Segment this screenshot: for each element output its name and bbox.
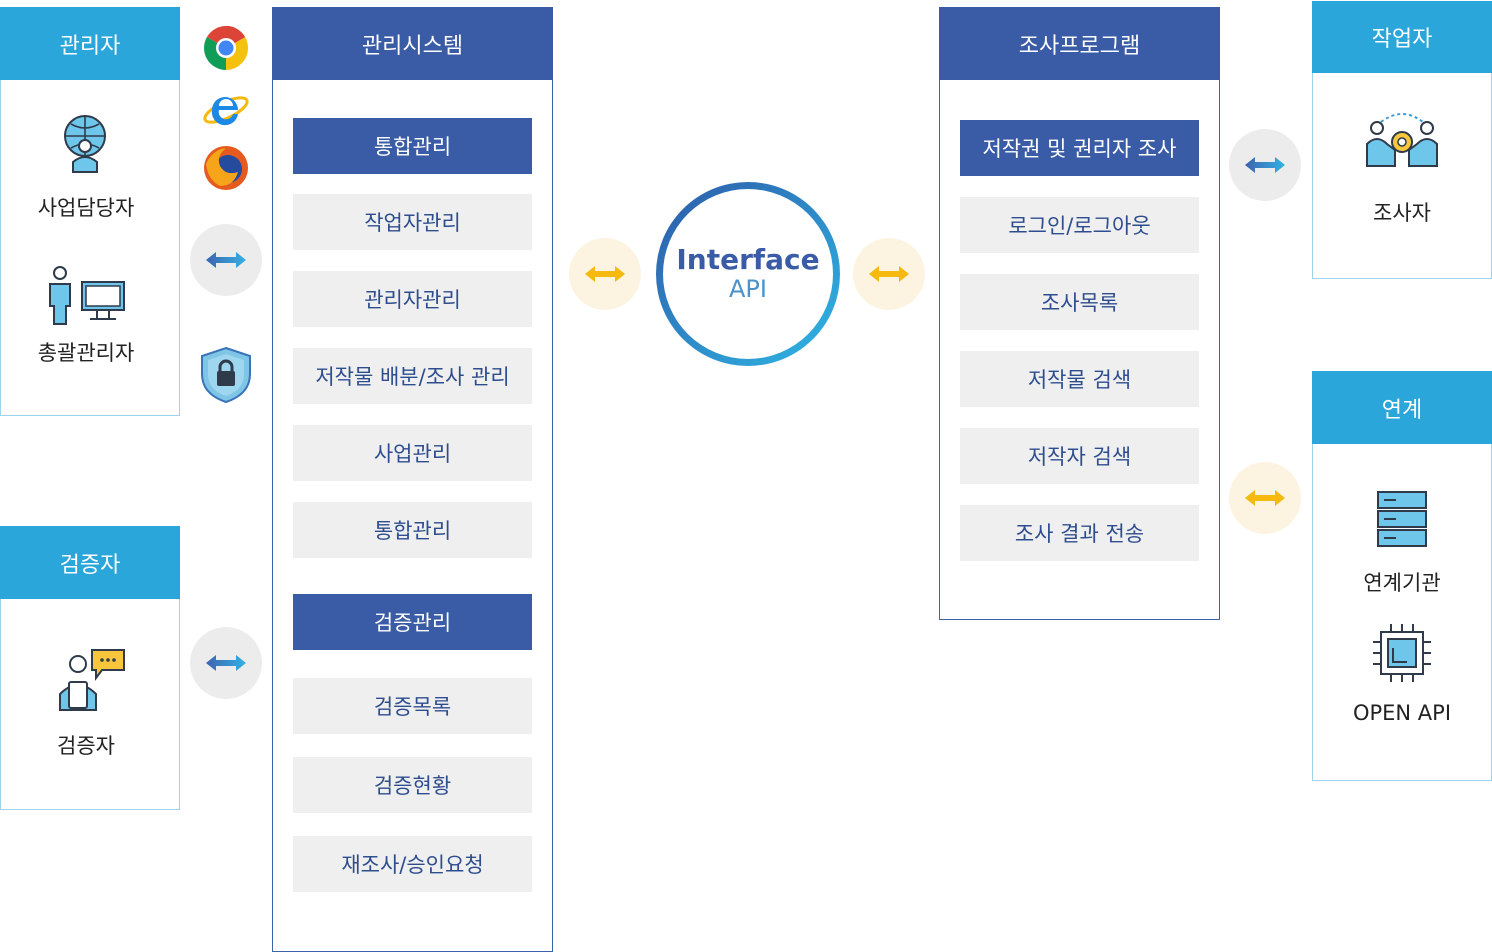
menu-author-search[interactable]: 저작자 검색 [960,428,1199,484]
menu-integrated-management[interactable]: 통합관리 [293,118,532,174]
bidirectional-arrow-icon [204,653,248,673]
menu-reinvestigation-request[interactable]: 재조사/승인요청 [293,836,532,892]
researcher-icon [1366,113,1438,167]
bidirectional-arrow-icon [1243,155,1287,175]
role-open-api: OPEN API [1352,701,1452,725]
role-business-manager: 사업담당자 [37,196,135,220]
menu-admin-management[interactable]: 관리자관리 [293,271,532,327]
menu-work-search[interactable]: 저작물 검색 [960,351,1199,407]
bidirectional-arrow-icon [204,250,248,270]
verifier-icon [59,649,125,711]
admin-panel-title: 관리자 [0,7,180,80]
menu-send-results[interactable]: 조사 결과 전송 [960,505,1199,561]
business-manager-icon [64,115,106,173]
interface-api-node: Interface API [656,182,840,366]
menu-copyright-investigation[interactable]: 저작권 및 권리자 조사 [960,120,1199,176]
menu-verification-management[interactable]: 검증관리 [293,594,532,650]
verifier-panel-title: 검증자 [0,526,180,599]
linkage-panel: 연계 [1312,371,1492,781]
menu-verification-list[interactable]: 검증목록 [293,678,532,734]
role-general-manager: 총괄관리자 [37,341,135,365]
menu-integrated-management-2[interactable]: 통합관리 [293,502,532,558]
internet-explorer-icon [203,96,249,126]
interface-program-arrow [853,238,925,310]
general-manager-icon [49,266,125,325]
linkage-panel-title: 연계 [1312,371,1492,444]
bidirectional-arrow-icon [867,264,911,284]
menu-worker-management[interactable]: 작업자관리 [293,194,532,250]
interface-title: Interface [676,243,820,277]
menu-project-management[interactable]: 사업관리 [293,425,532,481]
worker-panel-title: 작업자 [1312,1,1492,73]
firefox-icon [204,146,248,190]
verifier-link-arrow [190,627,262,699]
chrome-icon [204,26,248,70]
admin-panel: 관리자 [0,7,180,416]
role-verifier: 검증자 [57,734,115,758]
survey-program-title: 조사프로그램 [939,7,1220,80]
bidirectional-arrow-icon [583,264,627,284]
linkage-arrow [1229,462,1301,534]
chip-icon [1373,624,1431,682]
shield-lock-icon [201,346,251,404]
admin-link-arrow [190,224,262,296]
management-system-title: 관리시스템 [272,7,553,80]
menu-verification-status[interactable]: 검증현황 [293,757,532,813]
role-researcher: 조사자 [1373,201,1431,225]
bidirectional-arrow-icon [1243,488,1287,508]
system-interface-arrow [569,238,641,310]
interface-subtitle: API [729,275,767,304]
verifier-panel: 검증자 [0,526,180,810]
menu-work-distribution[interactable]: 저작물 배분/조사 관리 [293,348,532,404]
menu-survey-list[interactable]: 조사목록 [960,274,1199,330]
menu-login-logout[interactable]: 로그인/로그아웃 [960,197,1199,253]
server-icon [1377,491,1427,547]
role-linked-institution: 연계기관 [1363,571,1441,595]
worker-link-arrow [1229,129,1301,201]
